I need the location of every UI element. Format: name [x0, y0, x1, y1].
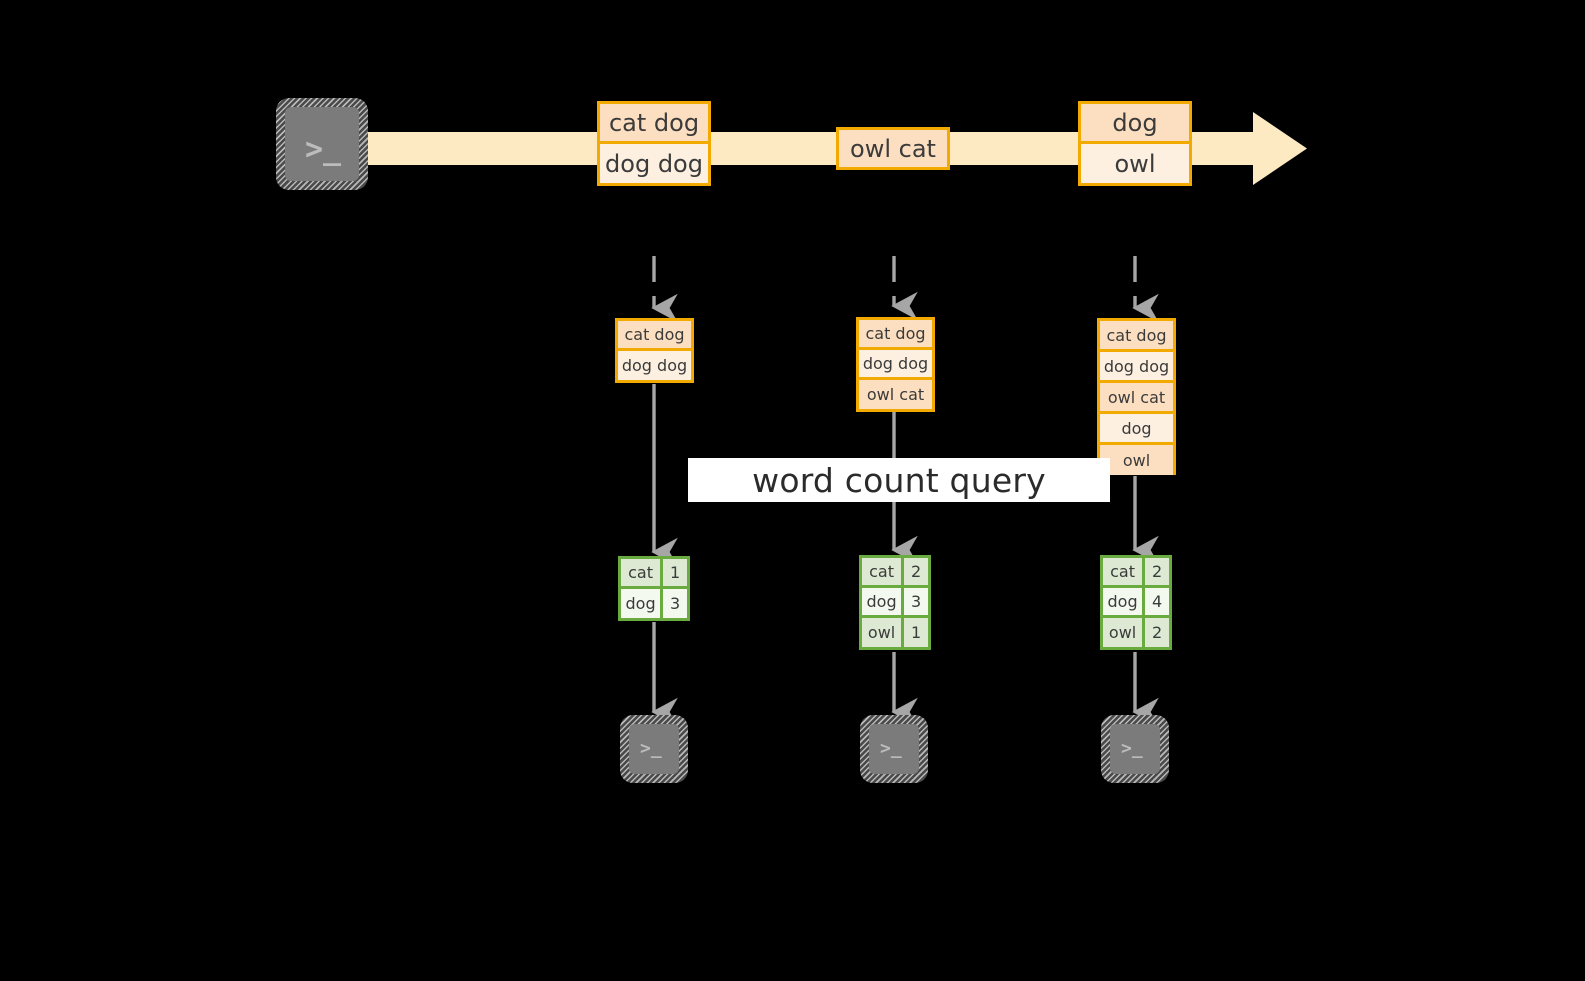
word-cell: cat — [621, 559, 664, 586]
table-row: cat 1 — [621, 559, 687, 589]
word-cell: dog — [862, 588, 905, 615]
sink-terminal-icon-2[interactable]: >_ — [860, 715, 928, 783]
count-cell: 1 — [904, 618, 928, 647]
terminal-screen — [285, 107, 359, 181]
record-line: dog dog — [600, 144, 708, 183]
snapshot-line: cat dog — [1100, 321, 1173, 352]
snapshot-line: owl — [1100, 445, 1173, 475]
terminal-screen — [1110, 724, 1160, 774]
stream-record-1[interactable]: cat dog dog dog — [597, 101, 711, 186]
terminal-prompt-glyph: >_ — [1121, 738, 1143, 759]
record-line: cat dog — [600, 104, 708, 144]
snapshot-line: dog dog — [1100, 352, 1173, 383]
snapshot-line: owl cat — [1100, 383, 1173, 414]
word-count-query-band: word count query — [688, 458, 1110, 502]
sink-terminal-icon-1[interactable]: >_ — [620, 715, 688, 783]
count-cell: 3 — [663, 589, 687, 618]
count-table-1[interactable]: cat 1 dog 3 — [618, 556, 690, 621]
snapshot-line: dog dog — [618, 351, 691, 380]
snapshot-line: owl cat — [859, 380, 932, 409]
count-table-2[interactable]: cat 2 dog 3 owl 1 — [859, 555, 931, 650]
snapshot-line: dog dog — [859, 350, 932, 380]
record-line: owl — [1081, 144, 1189, 183]
word-cell: dog — [1103, 588, 1146, 615]
count-cell: 2 — [904, 558, 928, 585]
count-cell: 1 — [663, 559, 687, 586]
table-row: dog 4 — [1103, 588, 1169, 618]
word-cell: owl — [862, 618, 905, 647]
count-cell: 3 — [904, 588, 928, 615]
snapshot-2-stack[interactable]: cat dog dog dog owl cat — [856, 317, 935, 412]
snapshot-line: dog — [1100, 414, 1173, 445]
count-cell: 2 — [1145, 618, 1169, 647]
terminal-screen — [629, 724, 679, 774]
table-row: cat 2 — [1103, 558, 1169, 588]
count-cell: 4 — [1145, 588, 1169, 615]
query-label: word count query — [752, 460, 1046, 500]
table-row: cat 2 — [862, 558, 928, 588]
record-line: owl cat — [839, 130, 947, 167]
sink-terminal-icon-3[interactable]: >_ — [1101, 715, 1169, 783]
table-row: owl 2 — [1103, 618, 1169, 647]
snapshot-3-stack[interactable]: cat dog dog dog owl cat dog owl — [1097, 318, 1176, 475]
terminal-prompt-glyph: >_ — [640, 738, 662, 759]
table-row: dog 3 — [862, 588, 928, 618]
word-cell: owl — [1103, 618, 1146, 647]
count-cell: 2 — [1145, 558, 1169, 585]
snapshot-line: cat dog — [859, 320, 932, 350]
record-line: dog — [1081, 104, 1189, 144]
terminal-prompt-glyph: >_ — [305, 132, 342, 167]
stream-to-snapshot-connectors — [651, 256, 1159, 323]
table-row: owl 1 — [862, 618, 928, 647]
word-cell: cat — [1103, 558, 1146, 585]
terminal-prompt-glyph: >_ — [880, 738, 902, 759]
word-cell: dog — [621, 589, 664, 618]
word-cell: cat — [862, 558, 905, 585]
snapshot-1-stack[interactable]: cat dog dog dog — [615, 318, 694, 383]
counts-to-sink-connectors — [651, 622, 1159, 727]
source-terminal-icon[interactable]: >_ — [276, 98, 368, 190]
table-row: dog 3 — [621, 589, 687, 618]
count-table-3[interactable]: cat 2 dog 4 owl 2 — [1100, 555, 1172, 650]
stream-record-2[interactable]: owl cat — [836, 127, 950, 170]
snapshot-line: cat dog — [618, 321, 691, 351]
stream-record-3[interactable]: dog owl — [1078, 101, 1192, 186]
terminal-screen — [869, 724, 919, 774]
